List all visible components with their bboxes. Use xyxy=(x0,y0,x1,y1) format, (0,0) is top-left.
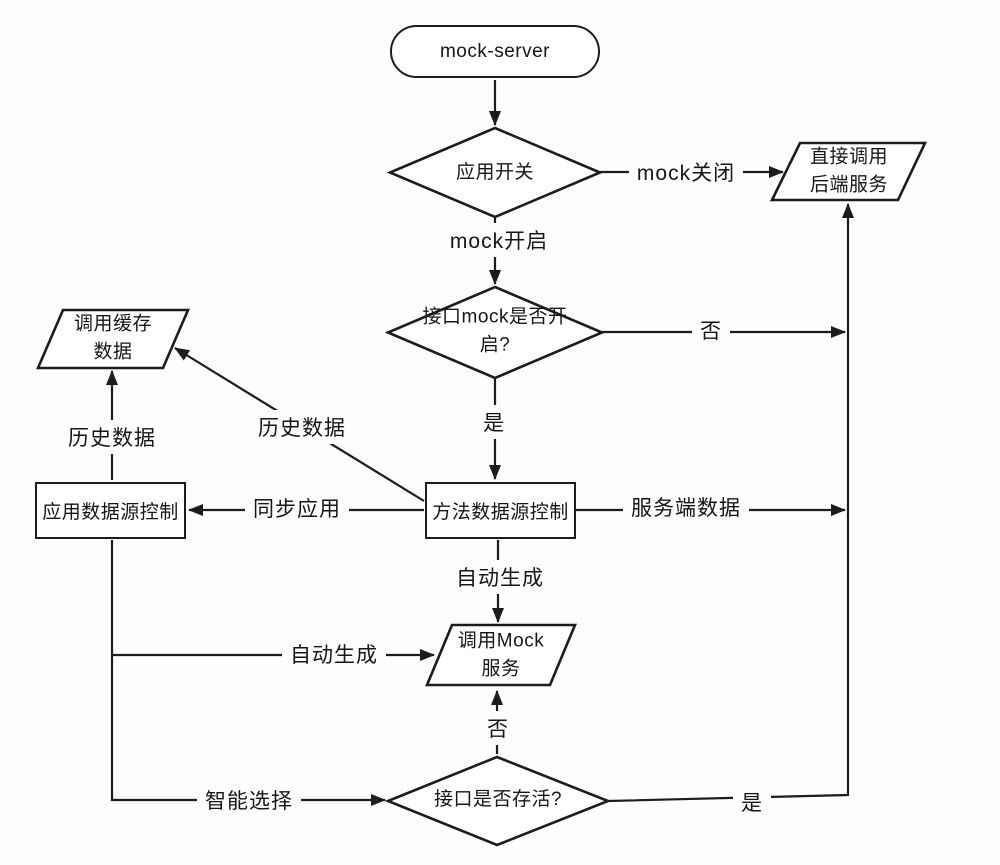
io-backend-service-shape xyxy=(769,141,928,202)
edge-label-yes-alive: 是 xyxy=(733,785,771,819)
edge-label-auto-generate-left: 自动生成 xyxy=(282,637,386,671)
edge-label-mock-off: mock关闭 xyxy=(628,155,744,189)
node-interface-alive-label: 接口是否存活? xyxy=(433,789,563,811)
edge-label-mock-on: mock开启 xyxy=(441,223,557,257)
edge-label-no-alive: 否 xyxy=(479,711,517,745)
edge-label-history-data-left: 历史数据 xyxy=(60,420,164,454)
node-app-datasource: 应用数据源控制 xyxy=(35,482,186,539)
edge-label-smart-select: 智能选择 xyxy=(197,783,301,817)
node-app-switch-label: 应用开关 xyxy=(455,162,535,184)
node-mock-service-label: 调用Mock 服务 xyxy=(457,630,545,679)
edge-label-server-data: 服务端数据 xyxy=(623,490,749,524)
edge-label-auto-generate-down: 自动生成 xyxy=(448,560,552,594)
decision-app-switch-shape xyxy=(386,126,604,219)
edge-label-history-data-diagonal: 历史数据 xyxy=(250,410,354,444)
node-interface-mock-label: 接口mock是否开 启? xyxy=(422,306,568,355)
node-backend-service-label: 直接调用 后端服务 xyxy=(809,146,889,195)
decision-interface-mock-shape xyxy=(384,285,606,380)
node-start: mock-server xyxy=(390,25,600,78)
io-cache-data-shape xyxy=(36,308,190,370)
io-mock-service-shape xyxy=(425,623,577,687)
decision-interface-alive-shape xyxy=(384,755,612,847)
edge-alive-yes-trunk xyxy=(607,203,854,803)
edge-label-no-interface-mock: 否 xyxy=(692,313,730,347)
node-method-datasource: 方法数据源控制 xyxy=(425,482,576,539)
node-cache-data-label: 调用缓存 数据 xyxy=(73,313,153,362)
edge-label-yes-interface-mock: 是 xyxy=(475,405,513,439)
edge-label-sync-app: 同步应用 xyxy=(245,491,349,525)
